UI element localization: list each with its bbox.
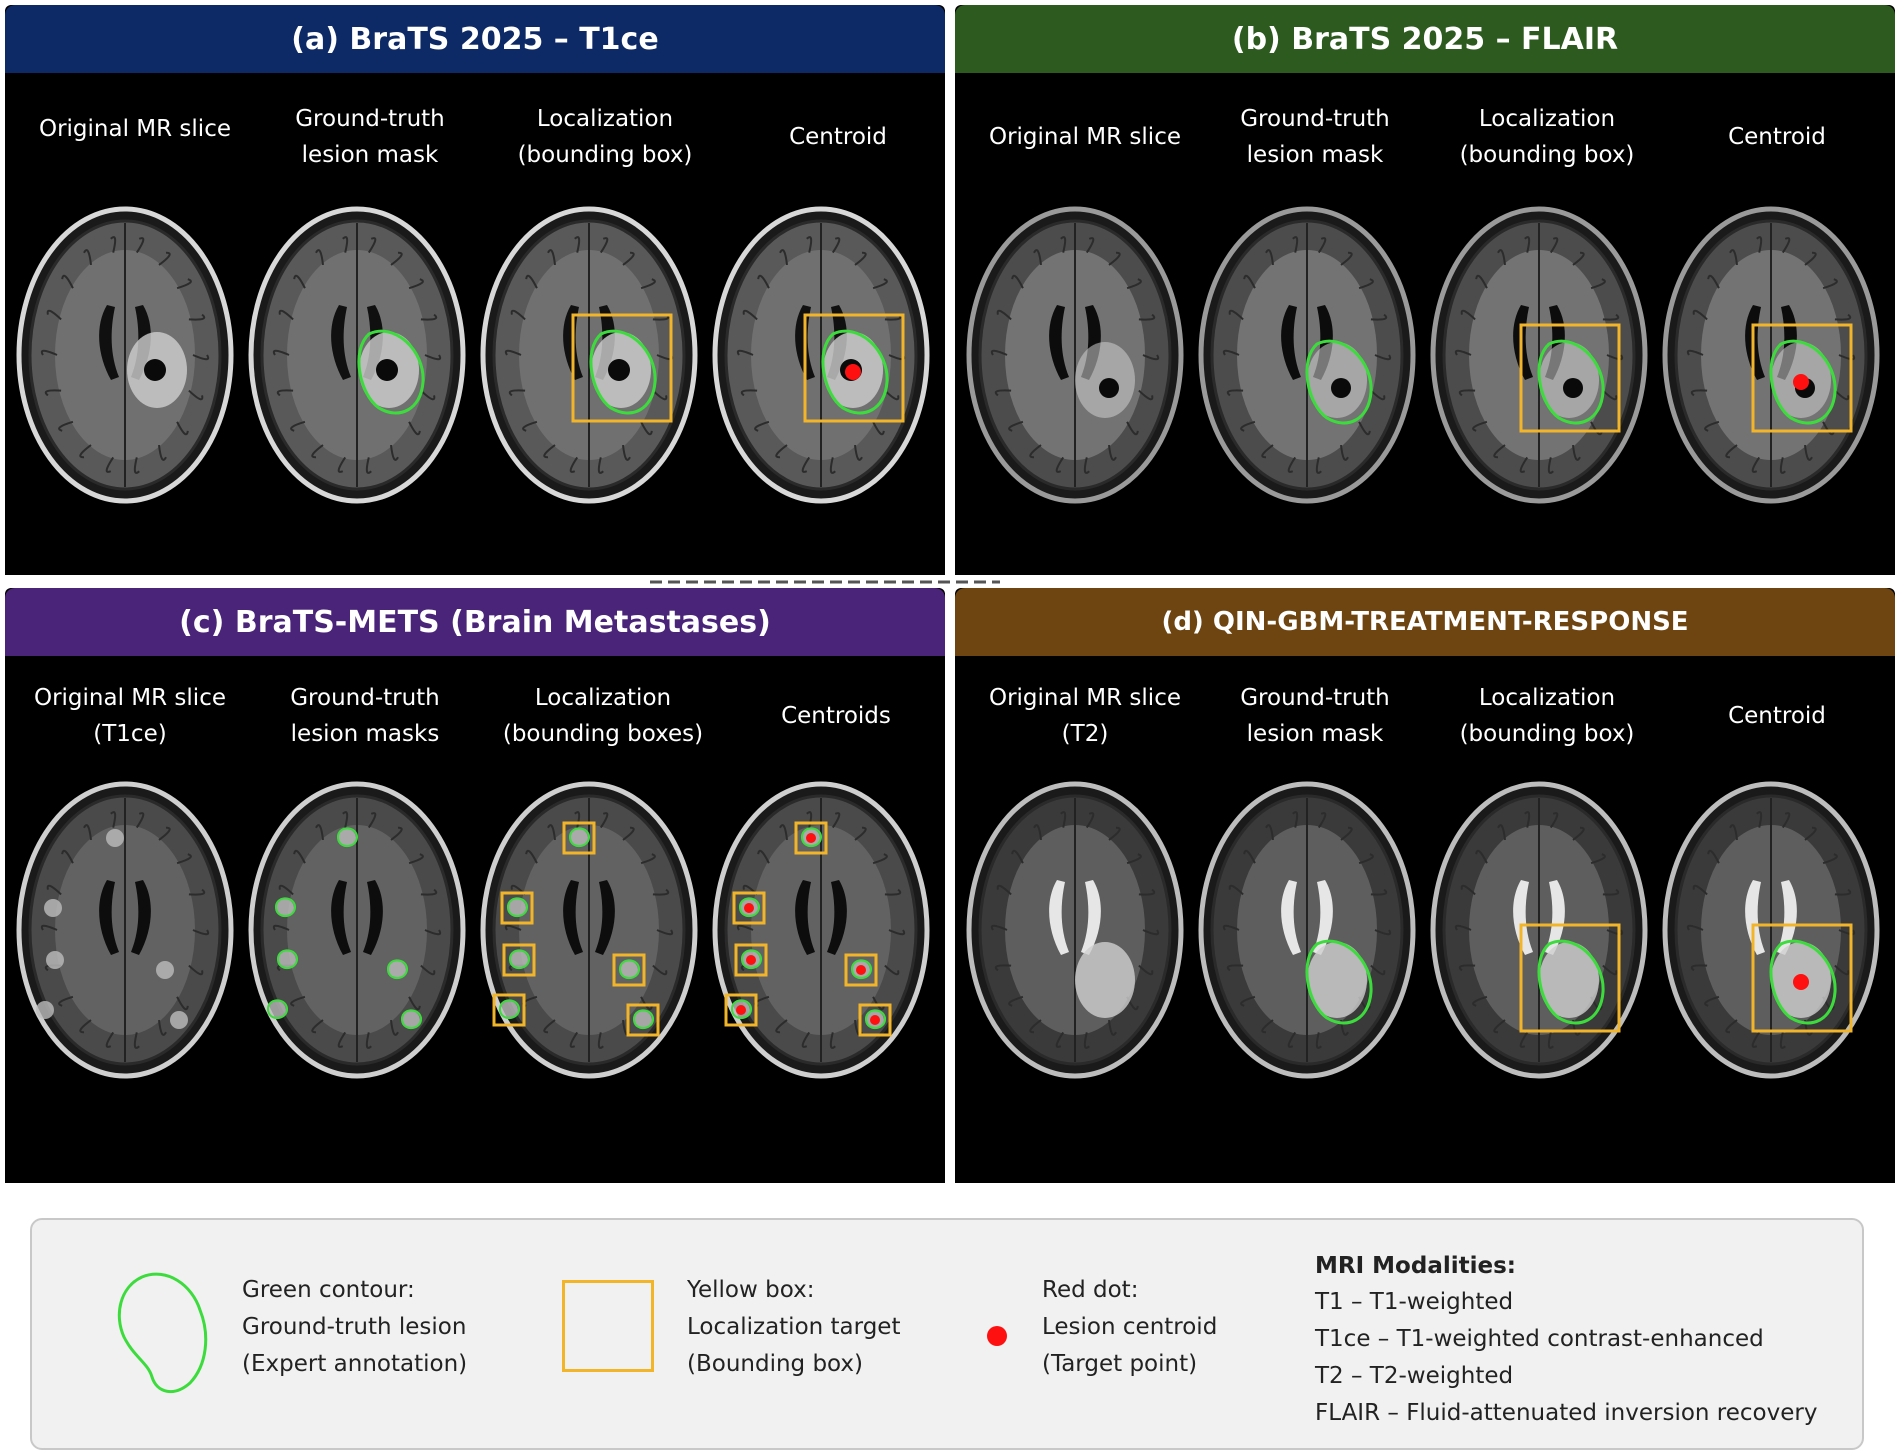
panel-b-col-3: Localization (bounding box) (1459, 106, 1635, 168)
legend-modality-t1: T1 – T1-weighted (1315, 1289, 1514, 1315)
panel-d: (d) QIN-GBM-TREATMENT-RESPONSE Original … (955, 588, 1895, 1183)
legend-red-text: Red dot: Lesion centroid (Target point) (1042, 1277, 1218, 1377)
panel-d-col-1: Original MR slice (T2) (988, 685, 1181, 747)
panel-c-title: (c) BraTS-METS (Brain Metastases) (5, 588, 945, 656)
mri-slice-image (248, 206, 466, 504)
panel-c-col-1: Original MR slice (T1ce) (33, 685, 226, 747)
mri-slice-image (480, 781, 698, 1079)
panel-c-col-4: Centroids (781, 703, 891, 729)
mri-slice-image (248, 781, 466, 1079)
mri-slice-image (966, 781, 1184, 1079)
panel-b-col-4: Centroid (1728, 124, 1826, 150)
legend-modality-flair: FLAIR – Fluid-attenuated inversion recov… (1315, 1400, 1818, 1426)
panel-b-col-1: Original MR slice (988, 124, 1181, 150)
mri-slice-image (16, 781, 234, 1079)
panel-c: (c) BraTS-METS (Brain Metastases) Origin… (5, 588, 945, 1183)
panel-b-col-2: Ground-truth lesion mask (1240, 106, 1390, 168)
mri-slice-image (966, 206, 1184, 504)
panel-divider (650, 580, 1000, 584)
mri-slice-image (712, 206, 930, 504)
panel-d-col-4: Centroid (1728, 703, 1826, 729)
panel-a: (a) BraTS 2025 – T1ce Original MR slice … (5, 5, 945, 575)
panel-c-col-2: Ground-truth lesion masks (290, 685, 440, 747)
legend-green-text: Green contour: Ground-truth lesion (Expe… (242, 1277, 468, 1377)
panel-a-col-1: Original MR slice (38, 116, 231, 142)
mri-slice-image (1430, 781, 1648, 1079)
mri-slice-image (1662, 206, 1880, 504)
panel-b-title: (b) BraTS 2025 – FLAIR (955, 5, 1895, 73)
legend-modality-t2: T2 – T2-weighted (1315, 1363, 1514, 1389)
panel-d-title: (d) QIN-GBM-TREATMENT-RESPONSE (955, 588, 1895, 656)
panel-a-col-2: Ground-truth lesion mask (295, 106, 445, 168)
legend-modalities-title: MRI Modalities: (1315, 1253, 1516, 1279)
green-contour-icon (117, 1272, 208, 1393)
mri-slice-image (480, 206, 698, 504)
panel-a-col-4: Centroid (789, 124, 887, 150)
panel-d-col-2: Ground-truth lesion mask (1240, 685, 1390, 747)
legend: Green contour: Ground-truth lesion (Expe… (30, 1218, 1864, 1450)
mri-slice-image (1430, 206, 1648, 504)
panel-a-title: (a) BraTS 2025 – T1ce (5, 5, 945, 73)
legend-yellow-text: Yellow box: Localization target (Boundin… (687, 1277, 901, 1377)
yellow-box-icon (562, 1280, 654, 1372)
panel-c-col-3: Localization (bounding boxes) (502, 685, 704, 747)
panel-a-col-3: Localization (bounding box) (517, 106, 693, 168)
mri-slice-image (16, 206, 234, 504)
mri-slice-image (1662, 781, 1880, 1079)
red-dot-icon (987, 1326, 1007, 1346)
panel-d-col-3: Localization (bounding box) (1459, 685, 1635, 747)
legend-modality-t1ce: T1ce – T1-weighted contrast-enhanced (1315, 1326, 1764, 1352)
mri-slice-image (712, 781, 930, 1079)
mri-slice-image (1198, 206, 1416, 504)
mri-slice-image (1198, 781, 1416, 1079)
panel-b: (b) BraTS 2025 – FLAIR Original MR slice… (955, 5, 1895, 575)
